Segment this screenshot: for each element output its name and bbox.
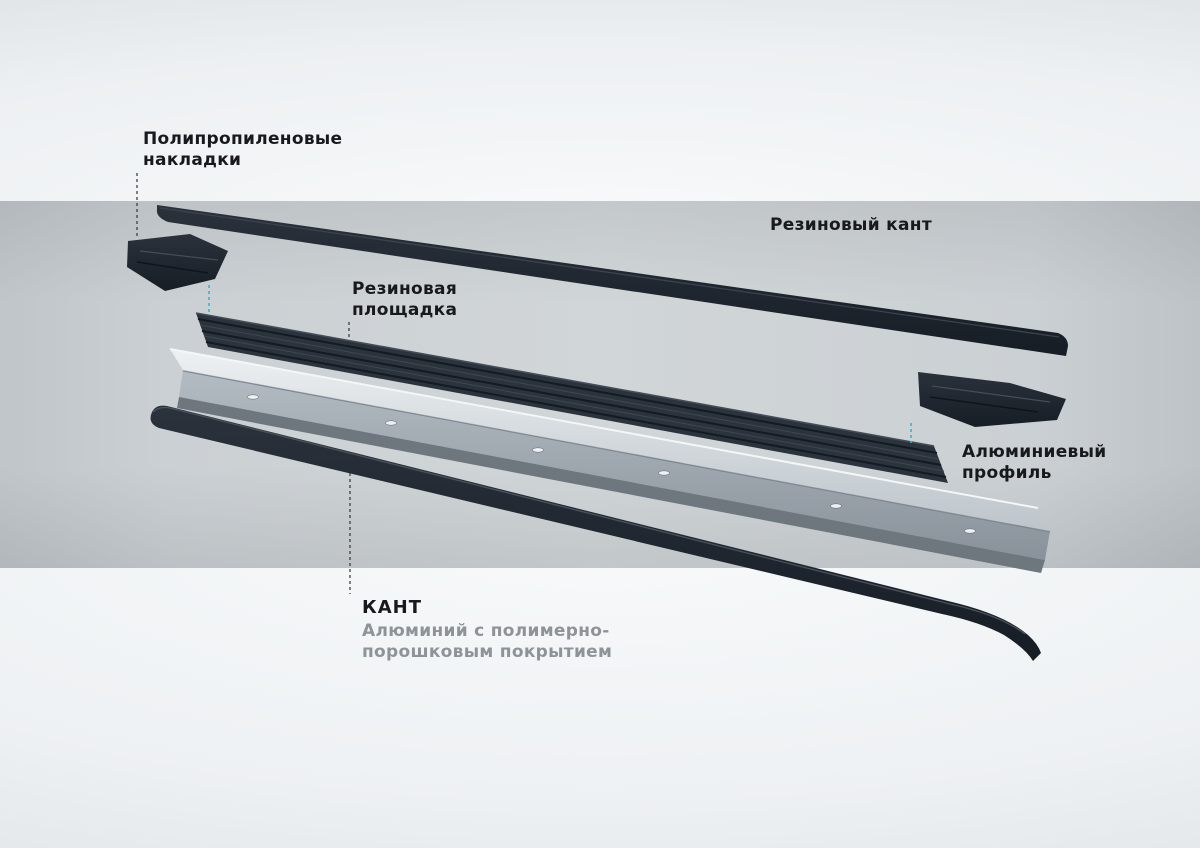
- aluminum-top-highlight: [169, 348, 1039, 509]
- label-text-line: накладки: [143, 150, 242, 170]
- rubber-edge-highlight: [159, 207, 1060, 338]
- label-text-line: Резиновый кант: [770, 215, 932, 235]
- platform-top-edge: [195, 312, 935, 447]
- part-polypropylene-pad-right: [918, 372, 1066, 427]
- rivet-hole: [658, 470, 670, 476]
- part-aluminum-profile-bottom: [177, 397, 1045, 573]
- background-top: [0, 0, 1200, 201]
- rivet-hole: [247, 394, 259, 400]
- rivet-hole: [532, 447, 544, 453]
- pad-left-ridge: [139, 250, 219, 261]
- kant-highlight: [152, 406, 1026, 635]
- aluminum-seam: [182, 370, 1051, 533]
- background-bottom: [0, 568, 1200, 848]
- label-polypropylene-pads: Полипропиленовые накладки: [143, 129, 342, 171]
- pad-right-groove: [929, 396, 1039, 413]
- label-text-line: профиль: [962, 463, 1052, 483]
- part-aluminum-profile-front: [179, 370, 1050, 560]
- label-text-line: Полипропиленовые: [143, 129, 343, 149]
- label-rubber-edge: Резиновый кант: [770, 215, 932, 236]
- part-aluminum-profile-top: [170, 349, 1050, 531]
- part-kant-edge: [150, 405, 1041, 661]
- label-aluminum-profile: Алюминиевый профиль: [962, 442, 1106, 484]
- pad-right-ridge: [931, 385, 1051, 403]
- rivet-hole: [964, 528, 976, 534]
- rivet-hole: [830, 503, 842, 509]
- part-rubber-edge: [156, 205, 1068, 356]
- label-rubber-platform: Резиновая площадка: [352, 279, 457, 321]
- label-kant: КАНТ Алюминий с полимерно- порошковым по…: [362, 597, 612, 663]
- pad-left-groove: [136, 261, 209, 274]
- platform-groove: [201, 330, 942, 466]
- kant-subtitle-line: Алюминий с полимерно-: [362, 621, 610, 641]
- kant-subtitle-line: порошковым покрытием: [362, 642, 613, 662]
- label-text-line: Резиновая: [352, 279, 458, 299]
- platform-groove: [205, 341, 947, 478]
- kant-title: КАНТ: [362, 597, 422, 618]
- platform-ridge: [199, 324, 940, 460]
- part-polypropylene-pad-left: [127, 234, 228, 291]
- label-text-line: площадка: [352, 300, 458, 320]
- platform-ridge: [203, 335, 945, 472]
- platform-groove: [197, 318, 938, 454]
- label-text-line: Алюминиевый: [962, 442, 1107, 462]
- rivet-hole: [385, 420, 397, 426]
